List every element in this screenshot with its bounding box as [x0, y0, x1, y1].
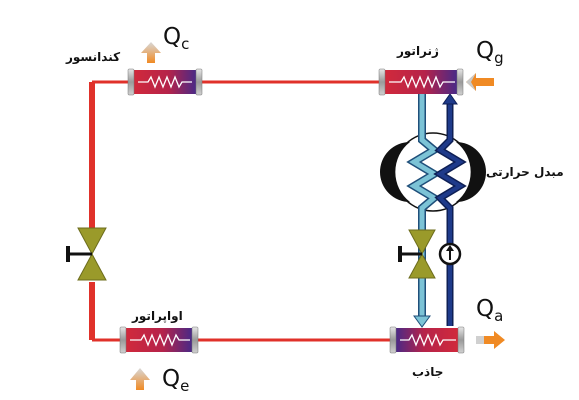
- heat-arrow-icon: [476, 331, 505, 349]
- qg-label: Qg: [476, 38, 504, 67]
- generator-label: ژنراتور: [397, 44, 439, 58]
- qe-label: Qe: [162, 366, 190, 395]
- absorber-label: جاذب: [412, 365, 444, 379]
- heat-arrow-icon: [130, 368, 150, 390]
- expansion-valve-icon: [398, 229, 436, 279]
- heat-arrow-icon: [466, 73, 494, 91]
- heat-coil-icon: [130, 333, 190, 347]
- expansion-valve-icon: [66, 227, 107, 281]
- heat-coil-icon: [138, 75, 192, 89]
- flow-arrow-icon: [413, 315, 431, 328]
- pump-icon: [438, 242, 462, 266]
- heat-arrow-icon: [141, 42, 161, 63]
- condenser-label: کندانسور: [66, 50, 121, 64]
- qc-label: Qc: [163, 24, 190, 53]
- absorber-block: [389, 326, 465, 354]
- refrigerant-line: [89, 80, 390, 342]
- generator-block: [378, 68, 464, 96]
- flow-arrow-icon: [442, 93, 458, 105]
- qa-label: Qa: [476, 296, 504, 325]
- heat-coil-icon: [389, 75, 455, 89]
- evaporator-label: اواپراتور: [132, 309, 183, 323]
- evaporator-block: [119, 326, 199, 354]
- weak-solution-line: [433, 93, 467, 326]
- condenser-block: [127, 68, 203, 96]
- heat-exchanger-label: مبدل حرارتی: [486, 165, 564, 179]
- heat-coil-icon: [400, 333, 456, 347]
